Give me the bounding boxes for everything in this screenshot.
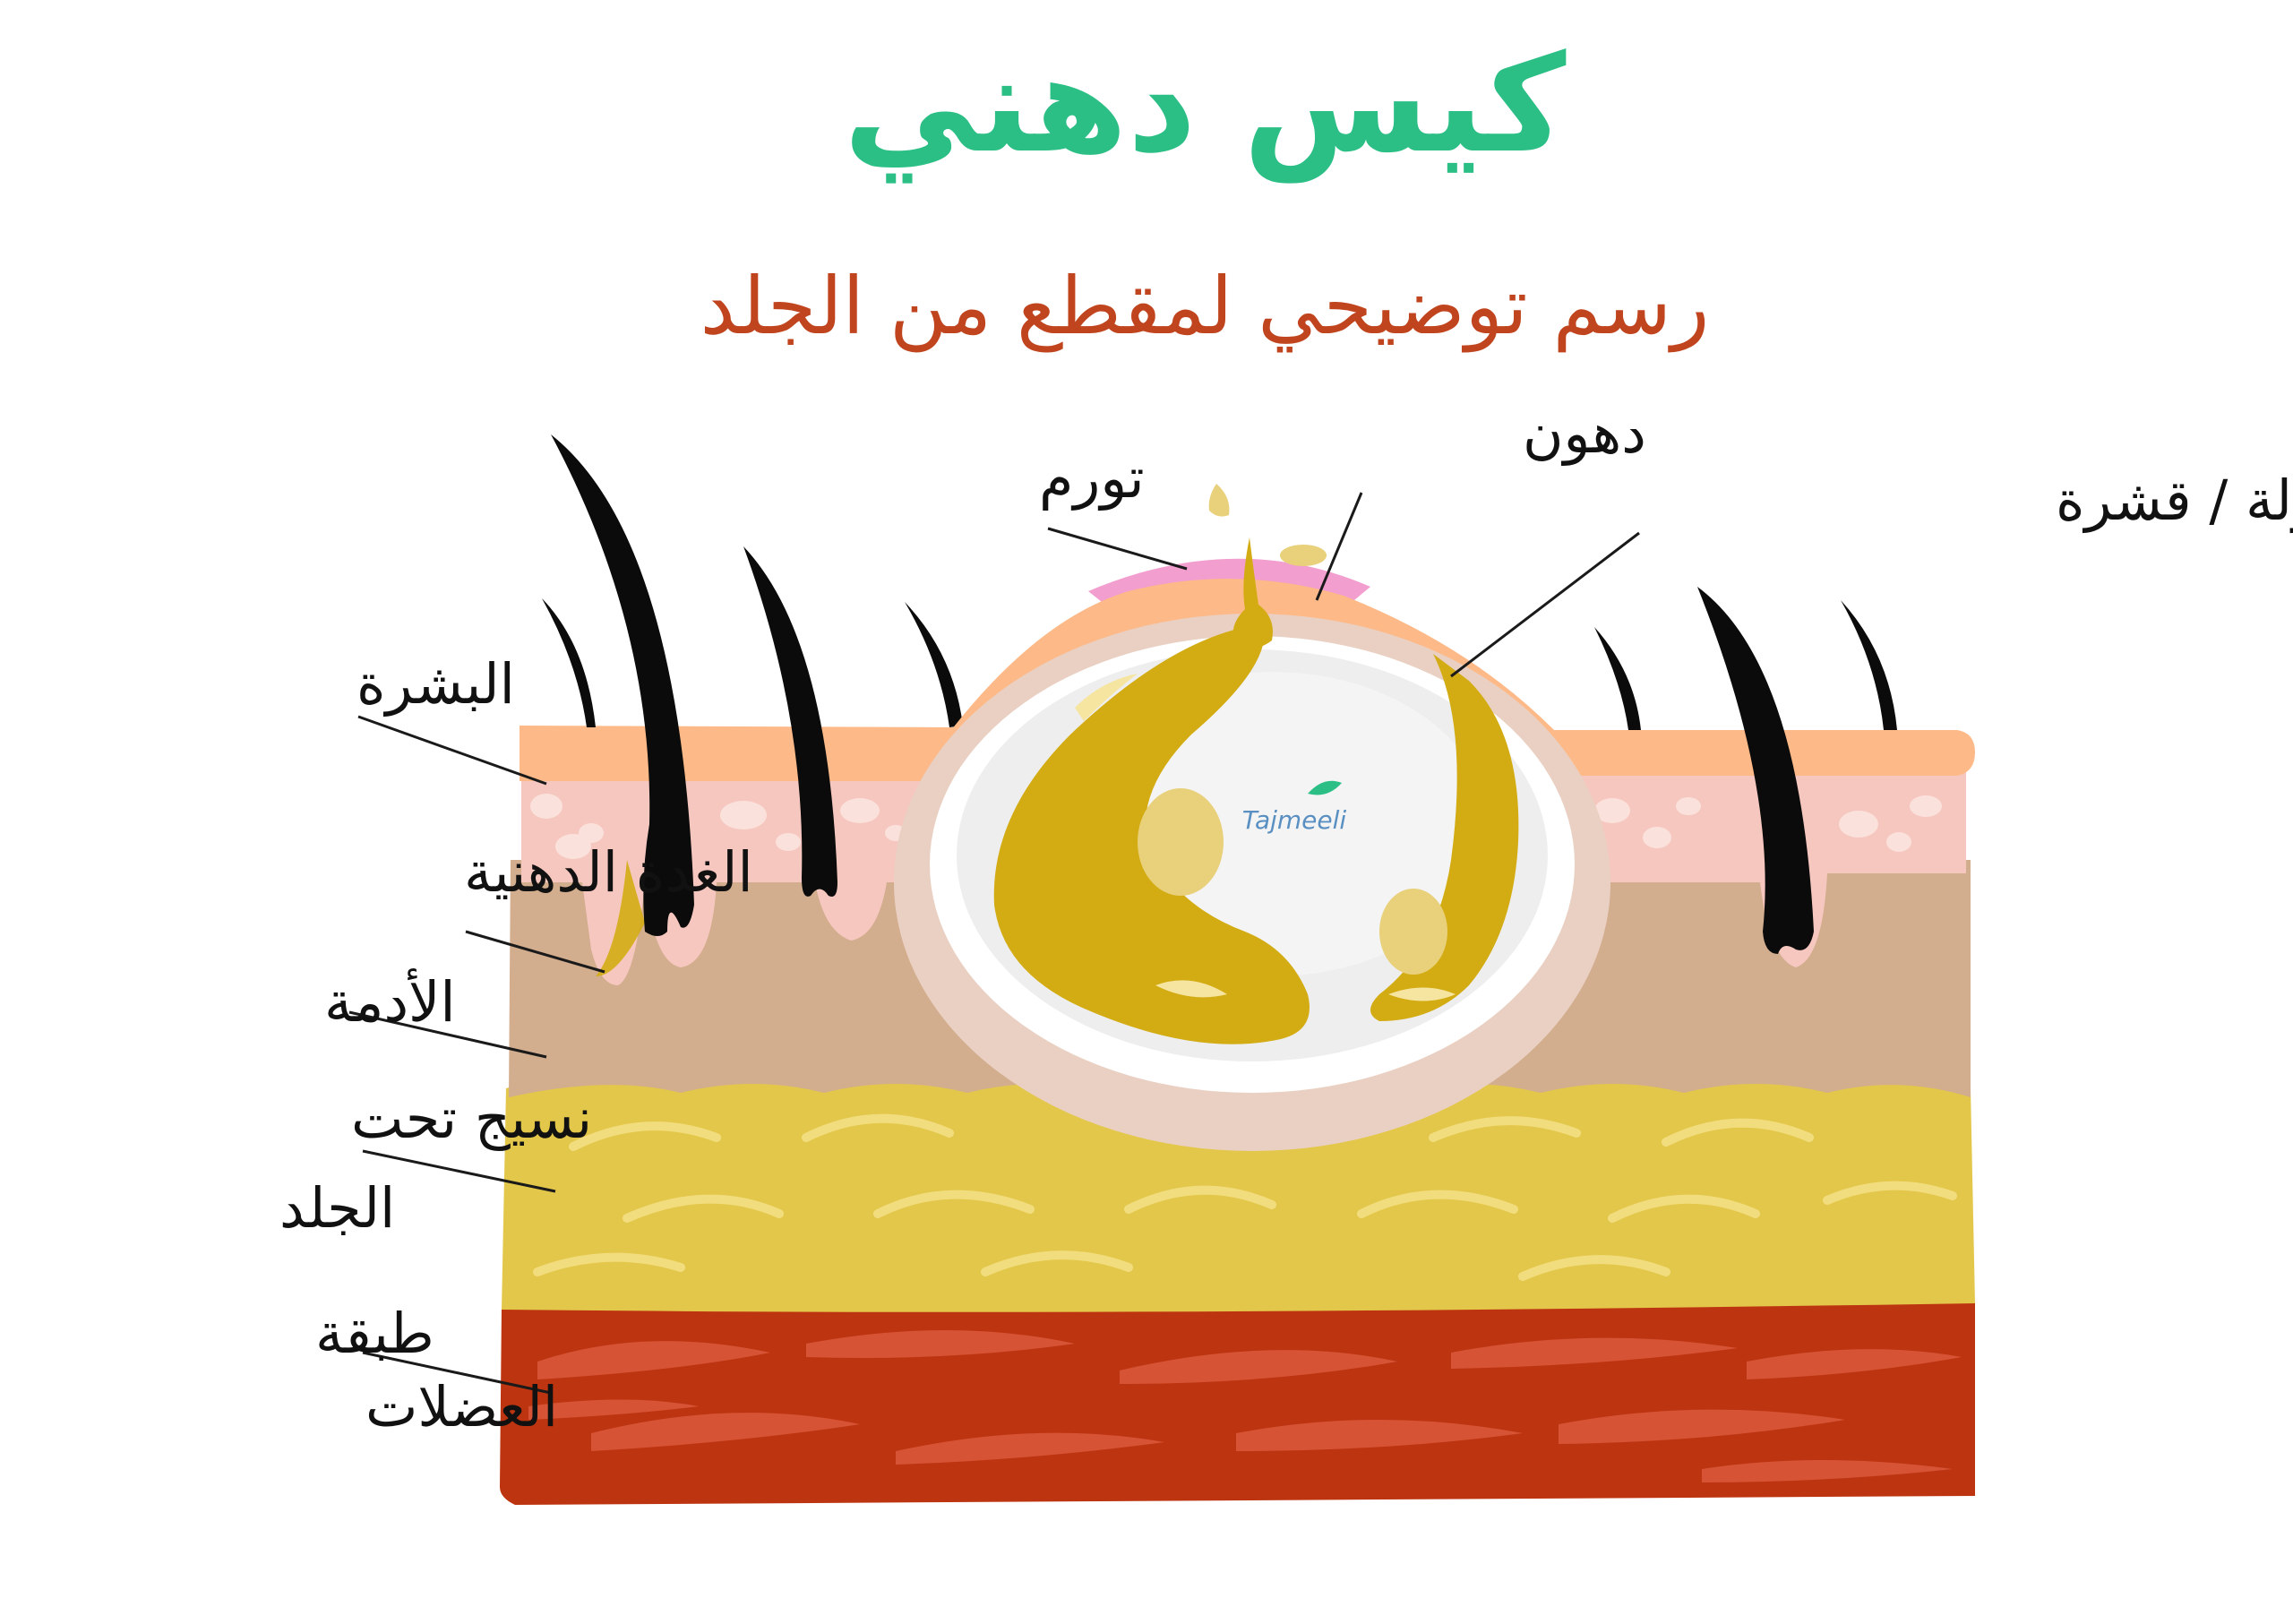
- page-title: كيس دهني: [844, 27, 1567, 184]
- leader-capsule: [1450, 531, 1640, 678]
- sebaceous-gland: [596, 860, 645, 976]
- label-subcutaneous-line2: الجلد: [279, 1175, 395, 1241]
- label-subcutaneous-line1: نسيج تحت: [351, 1086, 592, 1151]
- watermark: Tajmeeli: [1242, 780, 1347, 835]
- leader-muscle: [362, 1351, 552, 1395]
- hair-left-long: [551, 434, 694, 936]
- leader-lines: [348, 492, 1640, 1395]
- label-epidermis: البشرة: [356, 651, 515, 717]
- sebum-content: [993, 484, 1519, 1044]
- leader-subcutaneous: [362, 1149, 556, 1193]
- leader-swelling: [1047, 527, 1188, 571]
- watermark-text: Tajmeeli: [1242, 805, 1347, 835]
- leader-oils: [1315, 492, 1363, 601]
- leader-dermis: [348, 1010, 547, 1059]
- skin-cross-section: Tajmeeli: [500, 434, 1975, 1505]
- leader-epidermis: [357, 715, 547, 786]
- label-swelling: تورم: [1039, 445, 1145, 511]
- label-dermis: الأدمة: [324, 967, 456, 1035]
- page-subtitle: رسم توضيحي لمقطع من الجلد: [700, 260, 1710, 353]
- label-oils: دهون: [1523, 400, 1646, 466]
- label-muscle-line1: طبقة: [315, 1301, 434, 1366]
- leaf-icon: [1308, 780, 1342, 795]
- muscle-fibers: [528, 1330, 1962, 1482]
- epidermis-top-layer: [520, 726, 958, 781]
- label-sebaceous-gland: الغدة الدهنية: [464, 839, 753, 905]
- hairs: [542, 434, 1897, 954]
- label-muscle-line2: العضلات: [365, 1374, 558, 1439]
- labels: تورم دهون كبسولة / قشرة البشرة الغدة الد…: [279, 400, 2293, 1439]
- label-capsule: كبسولة / قشرة: [2056, 468, 2293, 533]
- hair-right: [1697, 587, 1814, 954]
- hair-middle: [743, 546, 837, 897]
- leader-sebaceous: [465, 930, 605, 974]
- fat-lobules: [533, 1113, 1957, 1281]
